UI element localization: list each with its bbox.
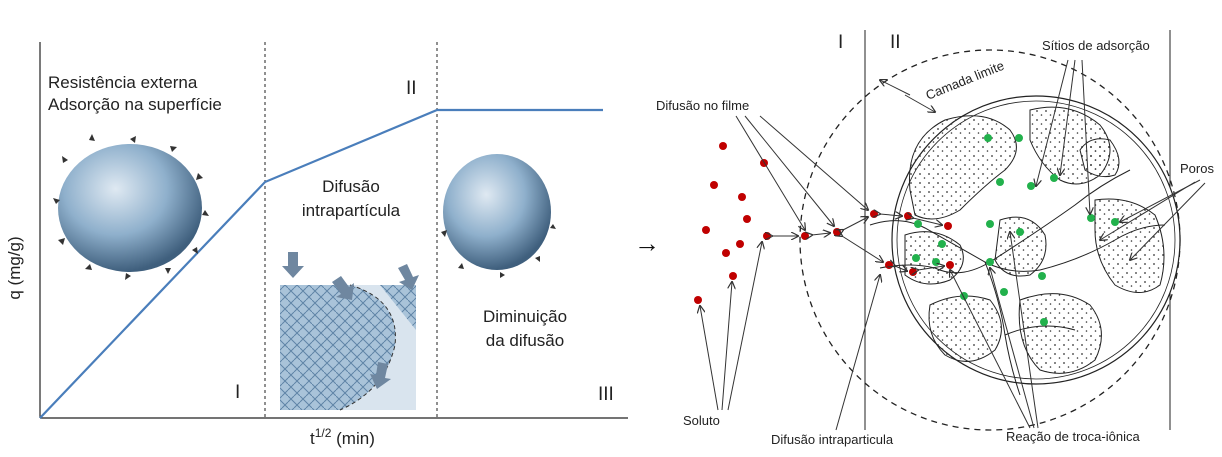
x-axis-label: t1/2 (min) [310, 426, 375, 448]
adsorbent-particle-saturated [441, 154, 556, 278]
label-difusao-filme: Difusão no filme [656, 98, 749, 113]
particle-diffusion-diagram: I II [656, 30, 1214, 447]
stage1-text-line1: Resistência externa [48, 73, 198, 92]
y-axis-label: q (mg/g) [5, 236, 24, 299]
adsorbent-particle-inner [896, 100, 1176, 380]
diffusion-arrows [772, 214, 944, 271]
stage2-text-line2: intrapartícula [302, 201, 401, 220]
stage3-text-line1: Diminuição [483, 307, 567, 326]
stage3-text-line2: da difusão [486, 331, 564, 350]
stage1-text-line2: Adsorção na superfície [48, 95, 222, 114]
adsorption-curve [39, 108, 603, 419]
stage-number-III: III [598, 384, 614, 405]
stage-number-I: I [235, 382, 240, 403]
stage-number-II: II [406, 78, 417, 99]
kinetics-chart: q (mg/g) t1/2 (min) Resistência externa … [5, 42, 628, 448]
label-poros: Poros [1180, 161, 1214, 176]
label-sitios-adsorcao: Sítios de adsorção [1042, 38, 1150, 53]
label-difusao-intraparticula: Difusão intraparticula [771, 432, 894, 447]
adsorbent-particle-surface [53, 134, 209, 280]
pore-diffusion-inset [280, 252, 419, 411]
label-soluto: Soluto [683, 413, 720, 428]
stage2-text-line1: Difusão [322, 177, 380, 196]
label-reacao-troca-ionica: Reação de troca-iônica [1006, 429, 1140, 444]
zone-label-II: II [890, 32, 901, 53]
label-camada-limite: Camada limite [924, 58, 1007, 103]
zone-label-I: I [838, 32, 843, 53]
arrow-icon: → [634, 228, 660, 258]
label-leader-lines [700, 59, 1206, 431]
